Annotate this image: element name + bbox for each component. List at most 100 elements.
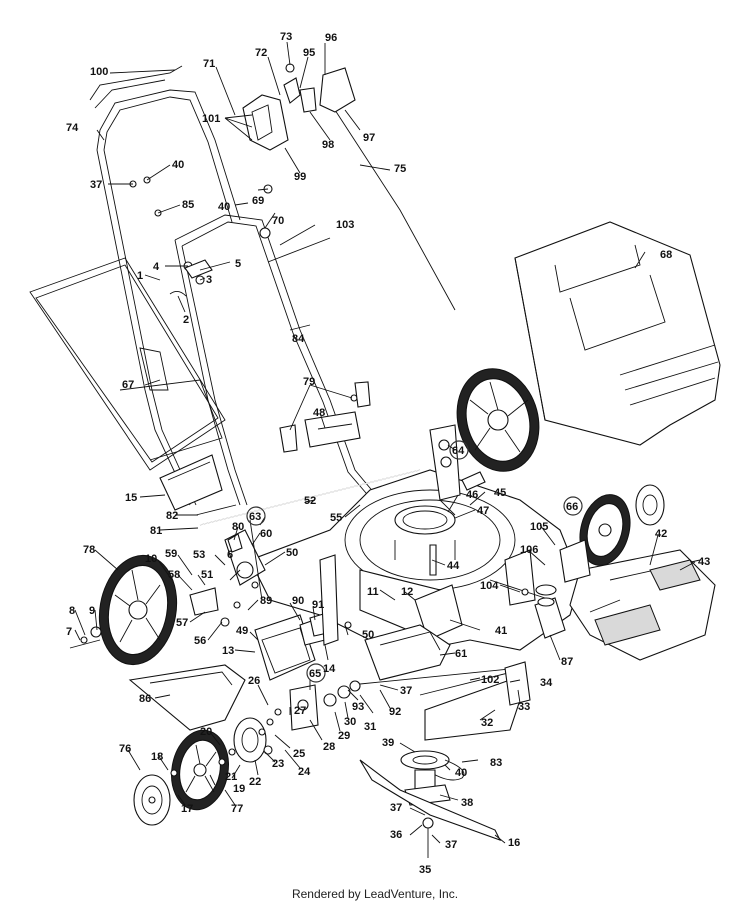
callout-76: 76 xyxy=(119,743,131,755)
callout-73: 73 xyxy=(280,31,292,43)
callout-67: 67 xyxy=(122,379,134,391)
callout-40-b: 40 xyxy=(218,201,230,213)
callout-21: 21 xyxy=(225,771,237,783)
callout-34: 34 xyxy=(540,677,553,689)
callout-8: 8 xyxy=(69,605,75,617)
front-right-wheel xyxy=(559,484,665,583)
callout-104: 104 xyxy=(480,580,499,592)
callout-45: 45 xyxy=(494,487,506,499)
callout-95: 95 xyxy=(303,47,315,59)
callout-18: 18 xyxy=(151,751,163,763)
callout-40-a: 40 xyxy=(172,159,184,171)
callout-102: 102 xyxy=(481,674,499,686)
callout-37-b: 37 xyxy=(400,685,412,697)
callout-24: 24 xyxy=(298,766,311,778)
callout-11: 11 xyxy=(367,586,379,598)
callout-75: 75 xyxy=(394,163,406,175)
callout-90: 90 xyxy=(292,595,304,607)
callout-35: 35 xyxy=(419,864,431,876)
callout-50-a: 50 xyxy=(286,547,298,559)
callout-47: 47 xyxy=(477,505,489,517)
callout-5: 5 xyxy=(235,258,241,270)
callout-17: 17 xyxy=(181,803,193,815)
callout-53: 53 xyxy=(193,549,205,561)
callout-98: 98 xyxy=(322,139,334,151)
callout-14: 14 xyxy=(323,663,336,675)
callout-106: 106 xyxy=(520,544,538,556)
callout-36: 36 xyxy=(390,829,402,841)
callout-68: 68 xyxy=(660,249,672,261)
callout-64: 64 xyxy=(452,445,465,457)
drive-axle-hardware xyxy=(258,667,521,736)
callout-85: 85 xyxy=(182,199,194,211)
callout-71: 71 xyxy=(203,58,215,70)
transmission xyxy=(489,579,621,639)
callout-44: 44 xyxy=(447,560,460,572)
callout-55: 55 xyxy=(330,512,342,524)
callout-23: 23 xyxy=(272,758,284,770)
callout-63: 63 xyxy=(249,511,261,523)
callout-74: 74 xyxy=(66,122,79,134)
callout-83: 83 xyxy=(490,757,502,769)
callout-80: 80 xyxy=(232,521,244,533)
callout-20: 20 xyxy=(200,726,212,738)
callout-92: 92 xyxy=(389,706,401,718)
front-left-wheel xyxy=(171,729,229,811)
callout-59: 59 xyxy=(165,548,177,560)
right-shield-bracket xyxy=(569,549,716,661)
callout-52: 52 xyxy=(304,495,316,507)
footer-credit: Rendered by LeadVenture, Inc. xyxy=(291,887,459,901)
callout-81: 81 xyxy=(150,525,162,537)
callout-37-d: 37 xyxy=(445,839,457,851)
callout-86: 86 xyxy=(139,693,151,705)
callout-12: 12 xyxy=(401,586,413,598)
callout-46: 46 xyxy=(466,489,478,501)
callout-7: 7 xyxy=(66,626,72,638)
drive-gear-plate xyxy=(170,717,273,777)
callout-89: 89 xyxy=(260,595,272,607)
callout-58: 58 xyxy=(168,569,180,581)
callout-57: 57 xyxy=(176,617,188,629)
rear-left-wheel xyxy=(98,554,178,666)
callout-66: 66 xyxy=(566,501,578,513)
callout-37-c: 37 xyxy=(390,802,402,814)
callout-28: 28 xyxy=(323,741,335,753)
callout-4: 4 xyxy=(153,261,160,273)
callout-97: 97 xyxy=(363,132,375,144)
callout-9: 9 xyxy=(89,605,95,617)
callout-10: 10 xyxy=(145,553,157,565)
callout-31: 31 xyxy=(364,721,376,733)
callout-91: 91 xyxy=(312,599,324,611)
callout-41: 41 xyxy=(495,625,507,637)
callout-103: 103 xyxy=(336,219,354,231)
callout-15: 15 xyxy=(125,492,137,504)
callout-39: 39 xyxy=(382,737,394,749)
callout-38: 38 xyxy=(461,797,473,809)
upper-handle-assembly xyxy=(89,63,456,506)
callout-96: 96 xyxy=(325,32,337,44)
callout-99: 99 xyxy=(294,171,306,183)
callout-30: 30 xyxy=(344,716,356,728)
callout-6: 6 xyxy=(227,549,233,561)
height-adjuster-left xyxy=(69,519,266,649)
callout-100: 100 xyxy=(90,66,108,78)
callout-50-b: 50 xyxy=(362,629,374,641)
callout-1: 1 xyxy=(137,270,143,282)
blade-assembly xyxy=(359,750,502,852)
callout-87: 87 xyxy=(561,656,573,668)
callout-27: 27 xyxy=(294,705,306,717)
callout-84: 84 xyxy=(292,333,305,345)
callout-13: 13 xyxy=(222,645,234,657)
callout-101: 101 xyxy=(202,113,220,125)
callout-33: 33 xyxy=(518,701,530,713)
callout-29: 29 xyxy=(338,730,350,742)
callout-78: 78 xyxy=(83,544,95,556)
side-discharge-shield xyxy=(364,624,451,681)
callout-77: 77 xyxy=(231,803,243,815)
callout-69: 69 xyxy=(252,195,264,207)
callout-32: 32 xyxy=(481,717,493,729)
height-lever-assembly xyxy=(254,554,352,681)
callout-56: 56 xyxy=(194,635,206,647)
callout-61: 61 xyxy=(455,648,467,660)
